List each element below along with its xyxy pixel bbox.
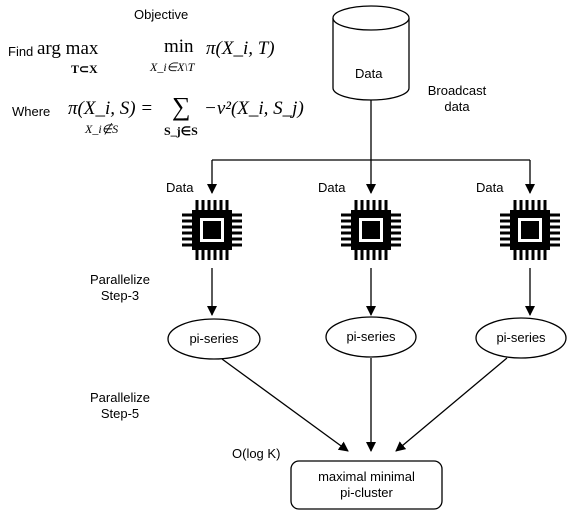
objective-formula: Find arg max T⊂X min X_i∈X\T π(X_i, T)	[8, 36, 308, 80]
reduce-arrow-1	[221, 358, 349, 452]
step5-label: Parallelize Step-5	[90, 390, 150, 421]
worker-3-data-label: Data	[476, 180, 504, 195]
sum-subscript: S_j∈S	[164, 124, 198, 138]
where-lhs-subscript: X_i∉S	[85, 122, 119, 136]
sum-symbol: ∑	[172, 92, 191, 121]
result-box	[290, 460, 443, 510]
cpu-chip-icon	[182, 200, 242, 260]
database-cylinder-icon	[332, 5, 410, 101]
pi-series-nodes	[167, 316, 567, 360]
worker-1-data-label: Data	[166, 180, 194, 195]
pi-series-node-1	[167, 318, 261, 360]
broadcast-data-label: Broadcast data	[427, 83, 487, 114]
chip-group	[182, 200, 560, 260]
complexity-label: O(log K)	[232, 446, 281, 461]
min-subscript: X_i∈X\T	[150, 60, 195, 74]
find-prefix: Find	[8, 44, 34, 59]
pi-series-node-3	[475, 317, 567, 359]
where-lhs: π(X_i, S) =	[68, 98, 154, 119]
result-label: maximal minimal pi-cluster	[318, 469, 415, 500]
objective-term: π(X_i, T)	[206, 38, 275, 59]
min-operator: min	[164, 36, 194, 57]
where-prefix: Where	[12, 104, 51, 119]
broadcast-connectors	[207, 100, 535, 194]
reduce-arrow-3	[395, 357, 508, 452]
where-rhs: −ν²(X_i, S_j)	[204, 98, 304, 119]
reduction-arrows	[221, 357, 508, 452]
argmax-subscript: T⊂X	[71, 62, 98, 76]
objective-title: Objective	[134, 7, 189, 22]
pi-series-label-2: pi-series	[346, 329, 396, 344]
cpu-chip-icon	[500, 200, 560, 260]
argmax-operator: arg max	[37, 38, 99, 59]
chip-output-arrows	[207, 268, 535, 316]
pi-series-label-3: pi-series	[496, 330, 546, 345]
cpu-chip-icon	[341, 200, 401, 260]
worker-2-data-label: Data	[318, 180, 346, 195]
pi-series-label-1: pi-series	[189, 331, 239, 346]
step3-label: Parallelize Step-3	[90, 272, 150, 303]
database-label: Data	[355, 66, 383, 81]
pi-series-node-2	[325, 316, 417, 358]
where-formula: Where π(X_i, S) = X_i∉S ∑ S_j∈S −ν²(X_i,…	[12, 92, 312, 150]
